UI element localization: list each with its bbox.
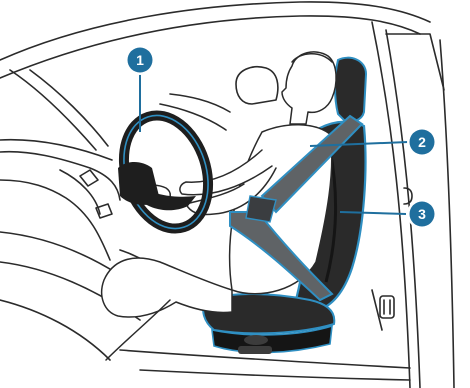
callout-3-number: 3 bbox=[418, 206, 426, 222]
callout-2: 2 bbox=[407, 127, 437, 157]
callout-2-number: 2 bbox=[418, 134, 426, 150]
callout-1-number: 1 bbox=[136, 52, 144, 68]
steering-wheel bbox=[110, 104, 222, 239]
callout-3: 3 bbox=[407, 199, 437, 229]
callout-1: 1 bbox=[125, 45, 155, 75]
